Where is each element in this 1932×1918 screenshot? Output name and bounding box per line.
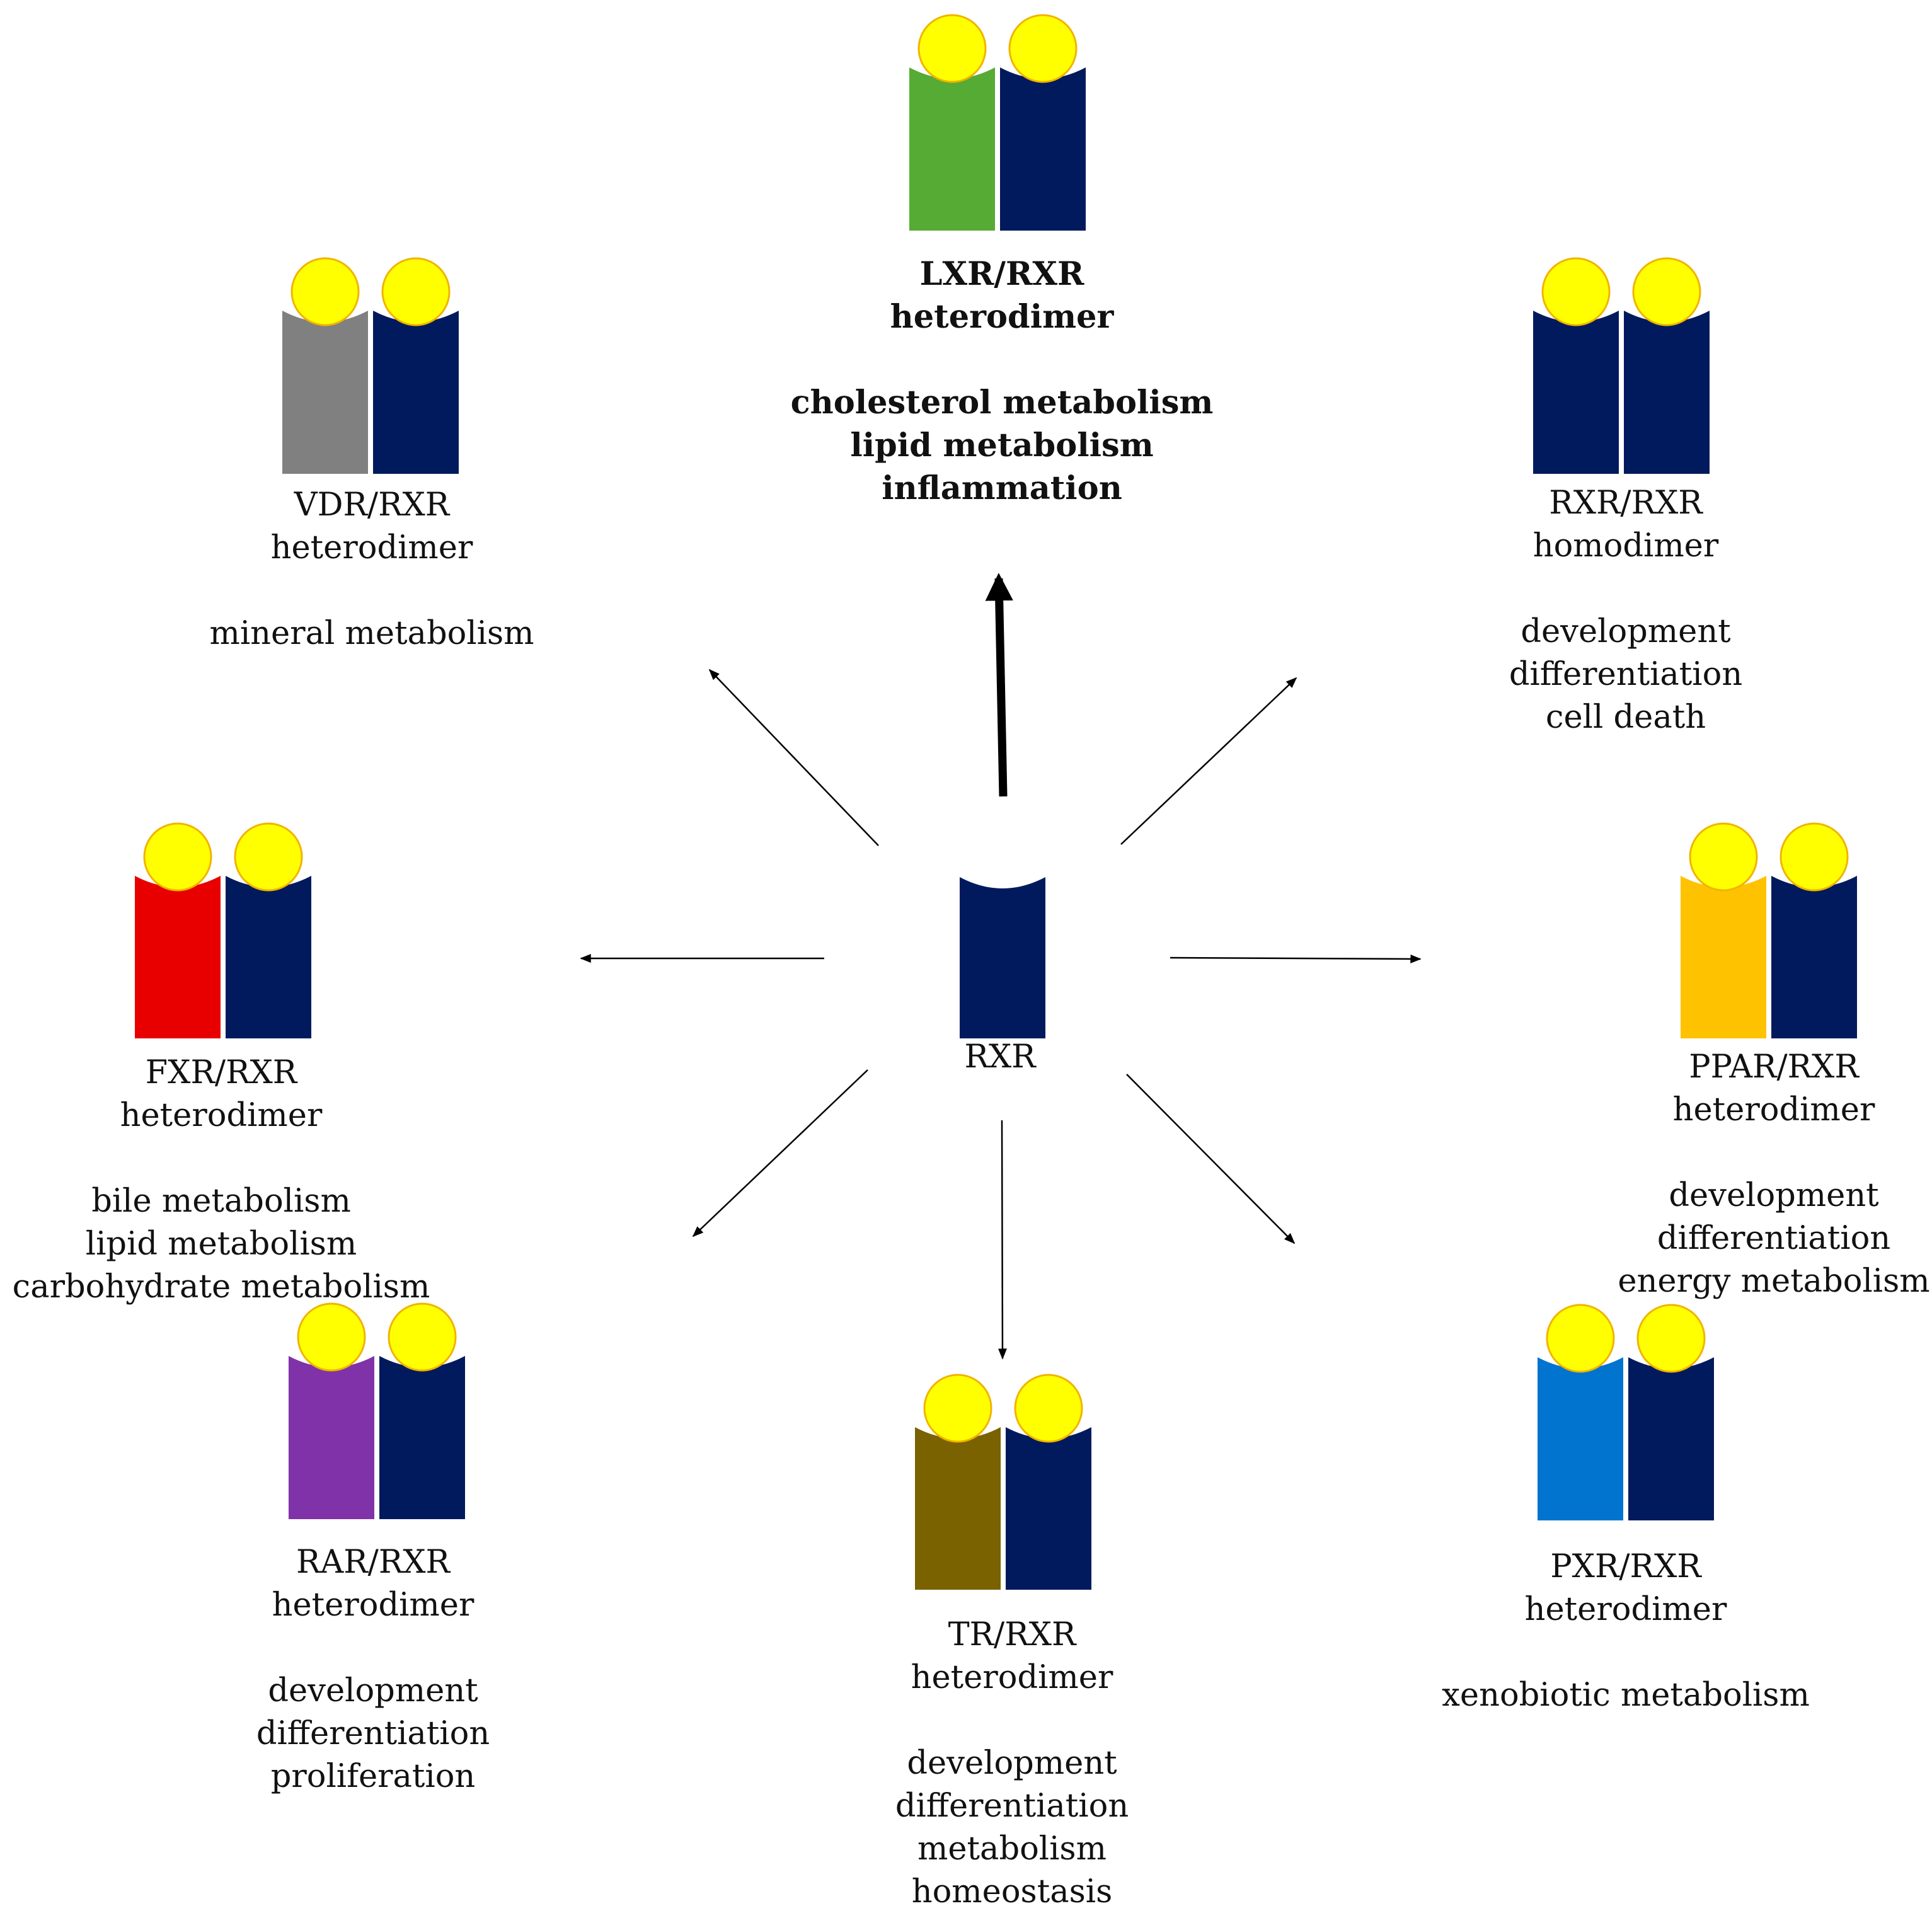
fxr-dimer: FXR/RXR heterodimer bile metabolism lipid m… (13, 822, 430, 1306)
vdr-ligand-2 (381, 257, 451, 326)
fxr-function: lipid metabolism (86, 1226, 357, 1263)
fxr-ligand-1 (143, 822, 212, 892)
fxr-ligand-2 (234, 822, 303, 892)
rxr-homo-function: development (1521, 613, 1731, 650)
vdr-partner-receptor (282, 311, 368, 474)
tr-function: differentiation (895, 1788, 1129, 1825)
rxr-homo-ligand-2 (1632, 257, 1701, 326)
fxr-rxr-receptor (226, 876, 311, 1038)
lxr-ligand-2 (1008, 14, 1078, 83)
tr-function: development (907, 1745, 1117, 1782)
pxr-function: xenobiotic metabolism (1442, 1677, 1810, 1714)
tr-partner-receptor (915, 1427, 1001, 1590)
ppar-function: differentiation (1657, 1220, 1890, 1257)
pxr-dimer: PXR/RXR heterodimer xenobiotic metabolism (1442, 1304, 1810, 1714)
pxr-name: PXR/RXR (1550, 1548, 1702, 1585)
rar-name: RAR/RXR (296, 1544, 451, 1581)
lxr-ligand-1 (917, 14, 987, 83)
ppar-partner-receptor (1681, 876, 1766, 1038)
dimer-complexes: LXR/RXR heterodimer cholesterol metabolism… (13, 14, 1930, 1910)
rar-type: heterodimer (272, 1587, 474, 1624)
arrow-to-vdr (708, 669, 879, 846)
pxr-type: heterodimer (1525, 1591, 1727, 1628)
rar-function: development (268, 1672, 478, 1709)
tr-type: heterodimer (911, 1659, 1113, 1696)
rxr-homo-ligand-1 (1541, 257, 1611, 326)
lxr-dimer: LXR/RXR heterodimer cholesterol metabolism… (791, 14, 1214, 507)
rxr-monomer-bar (960, 877, 1045, 1038)
arrow-to-rxr-homodimer (1120, 677, 1297, 845)
tr-ligand-1 (923, 1374, 992, 1443)
rxr-homo-dimer: RXR/RXR homodimer development differentiati… (1509, 257, 1742, 736)
ppar-name: PPAR/RXR (1689, 1048, 1860, 1086)
ppar-type: heterodimer (1673, 1091, 1875, 1128)
ppar-ligand-1 (1689, 822, 1758, 892)
arrow-to-rar (692, 1069, 868, 1238)
vdr-rxr-receptor (373, 311, 459, 474)
rar-function: proliferation (271, 1758, 476, 1795)
vdr-function: mineral metabolism (210, 615, 534, 652)
tr-function: homeostasis (912, 1873, 1113, 1910)
ppar-rxr-receptor (1771, 876, 1857, 1038)
ppar-ligand-2 (1780, 822, 1849, 892)
fxr-function: bile metabolism (91, 1183, 351, 1220)
lxr-name: LXR/RXR (920, 255, 1084, 293)
arrow-to-pxr (1126, 1074, 1296, 1244)
pxr-partner-receptor (1538, 1357, 1623, 1520)
rxr-monomer: RXR (960, 877, 1045, 1076)
lxr-type: heterodimer (890, 298, 1115, 336)
tr-name: TR/RXR (948, 1616, 1077, 1653)
ppar-function: development (1669, 1177, 1879, 1214)
pxr-rxr-receptor (1628, 1357, 1714, 1520)
rxr-homo-name: RXR/RXR (1549, 485, 1703, 522)
rar-partner-receptor (289, 1356, 374, 1519)
tr-dimer: TR/RXR heterodimer development differentiat… (895, 1374, 1129, 1910)
fxr-name: FXR/RXR (146, 1054, 298, 1091)
vdr-dimer: VDR/RXR heterodimer mineral metabolism (210, 257, 534, 652)
fxr-type: heterodimer (120, 1097, 323, 1134)
arrow-to-lxr (985, 573, 1013, 797)
rxr-homo-rxr-receptor (1624, 311, 1710, 474)
rar-function: differentiation (256, 1715, 490, 1752)
lxr-function: lipid metabolism (850, 427, 1153, 464)
arrow-to-tr (998, 1120, 1007, 1360)
rxr-homo-function: differentiation (1509, 656, 1742, 693)
rar-rxr-receptor (379, 1356, 465, 1519)
rar-dimer: RAR/RXR heterodimer development differentia… (256, 1302, 490, 1795)
rxr-homo-partner-receptor (1533, 311, 1619, 474)
tr-function: metabolism (917, 1830, 1107, 1868)
rxr-homo-type: homodimer (1533, 527, 1719, 565)
rar-ligand-1 (297, 1302, 366, 1372)
arrows (580, 573, 1422, 1360)
rxr-homo-function: cell death (1546, 699, 1706, 736)
tr-ligand-2 (1014, 1374, 1083, 1443)
vdr-type: heterodimer (271, 529, 473, 566)
rar-ligand-2 (388, 1302, 457, 1372)
lxr-function: cholesterol metabolism (791, 384, 1214, 422)
fxr-partner-receptor (135, 876, 221, 1038)
vdr-name: VDR/RXR (294, 486, 451, 524)
vdr-ligand-1 (290, 257, 360, 326)
ppar-dimer: PPAR/RXR heterodimer development differenti… (1618, 822, 1930, 1300)
lxr-rxr-receptor (1000, 67, 1086, 231)
fxr-function: carbohydrate metabolism (13, 1268, 430, 1306)
arrow-to-ppar (1170, 954, 1422, 963)
pxr-ligand-1 (1546, 1304, 1615, 1373)
ppar-function: energy metabolism (1618, 1263, 1929, 1300)
tr-rxr-receptor (1006, 1427, 1091, 1590)
pxr-ligand-2 (1636, 1304, 1706, 1373)
lxr-partner-receptor (909, 67, 995, 231)
lxr-function: inflammation (882, 469, 1122, 507)
rxr-monomer-label: RXR (964, 1038, 1037, 1076)
